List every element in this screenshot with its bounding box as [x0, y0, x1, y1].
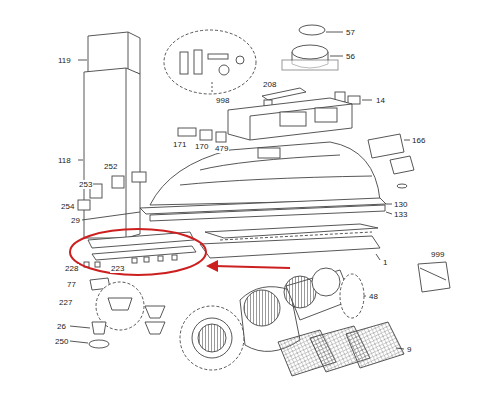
callout-number: 166	[411, 136, 426, 145]
callout-number: 118	[57, 156, 72, 165]
callout-number: 228	[64, 264, 79, 273]
callout-number: 253	[78, 180, 93, 189]
callout-number: 130	[393, 200, 408, 209]
callout-number: 26	[56, 322, 67, 331]
callout-number: 171	[172, 140, 187, 149]
callout-number: 29	[70, 216, 81, 225]
callout-number: 252	[103, 162, 118, 171]
callout-number: 133	[393, 210, 408, 219]
callout-number: 223	[110, 264, 125, 273]
callout-number: 254	[60, 202, 75, 211]
callout-number: 77	[66, 280, 77, 289]
callout-number: 999	[430, 250, 445, 259]
callout-number: 48	[368, 292, 379, 301]
callout-number: 56	[345, 52, 356, 61]
callout-number: 14	[375, 96, 386, 105]
arrow-head	[206, 260, 218, 272]
callout-number: 119	[57, 56, 72, 65]
callout-number: 998	[215, 96, 230, 105]
callout-number: 250	[54, 337, 69, 346]
callout-number: 9	[406, 345, 412, 354]
callout-number: 479	[214, 144, 229, 153]
highlight	[70, 229, 290, 275]
callout-number: 208	[262, 80, 277, 89]
callout-number: 227	[58, 298, 73, 307]
callout-number: 170	[194, 142, 209, 151]
callout-number: 1	[382, 258, 388, 267]
callout-number: 57	[345, 28, 356, 37]
